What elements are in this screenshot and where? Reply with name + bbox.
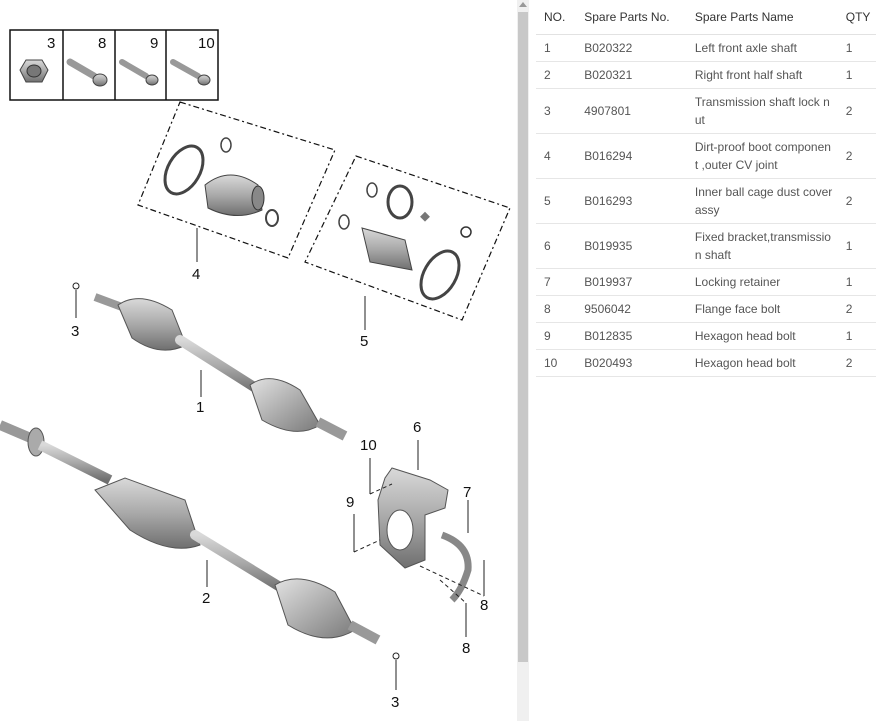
legend-label-hex-bolt-10: 10 (198, 35, 215, 52)
cell-part-no: B019935 (576, 223, 687, 269)
callout-8-bottom: 8 (462, 640, 470, 657)
spare-parts-table: NO. Spare Parts No. Spare Parts Name QTY… (536, 0, 876, 377)
callout-6: 6 (413, 419, 421, 436)
cell-part-name: Fixed bracket,transmission shaft (686, 223, 838, 269)
cell-part-no: B020322 (576, 34, 687, 62)
cell-part-name: Dirt-proof boot component ,outer CV join… (686, 133, 838, 179)
cell-part-name: Locking retainer (686, 268, 838, 296)
header-qty: QTY (837, 0, 876, 35)
callout-dot (392, 652, 400, 660)
flange-bolt-icon (66, 58, 108, 87)
cell-no: 2 (536, 61, 577, 89)
callout-10: 10 (360, 437, 377, 454)
left-front-axle-shaft (93, 293, 348, 441)
header-no: NO. (536, 0, 577, 35)
callout-2: 2 (202, 590, 210, 607)
callout-dot (72, 282, 80, 290)
header-part-name: Spare Parts Name (686, 0, 838, 35)
cell-part-name: Hexagon head bolt (686, 349, 838, 377)
callout-7: 7 (463, 484, 471, 501)
table-row[interactable]: 1 B020322 Left front axle shaft 1 (536, 34, 876, 62)
cell-no: 8 (536, 295, 577, 323)
cell-qty: 1 (837, 61, 876, 89)
cell-no: 4 (536, 133, 577, 179)
cell-part-name: Inner ball cage dust cover assy (686, 178, 838, 224)
vertical-scrollbar[interactable] (517, 0, 529, 721)
fixed-bracket (377, 467, 449, 569)
cell-qty: 1 (837, 268, 876, 296)
spare-parts-panel: NO. Spare Parts No. Spare Parts Name QTY… (536, 0, 876, 721)
table-row[interactable]: 8 9506042 Flange face bolt 2 (536, 295, 876, 323)
table-row[interactable]: 4 B016294 Dirt-proof boot component ,out… (536, 133, 876, 179)
cell-part-name: Left front axle shaft (686, 34, 838, 62)
cell-part-no: B020493 (576, 349, 687, 377)
hex-bolt-icon (170, 59, 211, 86)
callout-3-left: 3 (71, 323, 79, 340)
cell-no: 6 (536, 223, 577, 269)
cell-part-no: B012835 (576, 322, 687, 350)
cell-qty: 1 (837, 223, 876, 269)
cell-no: 7 (536, 268, 577, 296)
table-header-row: NO. Spare Parts No. Spare Parts Name QTY (536, 0, 876, 35)
scrollbar-thumb[interactable] (518, 12, 528, 662)
cell-part-name: Hexagon head bolt (686, 322, 838, 350)
cell-no: 10 (536, 349, 577, 377)
hardware-legend-box: 3 8 9 10 (9, 29, 219, 101)
inner-cv-boot-kit (304, 155, 511, 321)
cell-qty: 1 (837, 322, 876, 350)
cell-part-name: Transmission shaft lock nut (686, 88, 838, 134)
table-row[interactable]: 2 B020321 Right front half shaft 1 (536, 61, 876, 89)
hex-bolt-icon (119, 59, 159, 86)
leader-lines (75, 228, 485, 690)
cell-part-no: B016293 (576, 178, 687, 224)
header-part-no: Spare Parts No. (576, 0, 687, 35)
callout-3-right: 3 (391, 694, 399, 711)
table-row[interactable]: 7 B019937 Locking retainer 1 (536, 268, 876, 296)
outer-cv-boot-kit (137, 101, 336, 259)
parts-diagram: 3 8 9 10 (0, 29, 511, 711)
cell-part-name: Flange face bolt (686, 295, 838, 323)
cell-part-no: B019937 (576, 268, 687, 296)
lock-nut-icon (19, 59, 49, 83)
cell-part-no: 9506042 (576, 295, 687, 323)
cell-no: 5 (536, 178, 577, 224)
cell-part-no: B020321 (576, 61, 687, 89)
exploded-view-drawing: 3 8 9 10 (0, 29, 511, 711)
cell-part-no: 4907801 (576, 88, 687, 134)
cell-qty: 2 (837, 178, 876, 224)
legend-label-flange-bolt: 8 (98, 35, 106, 52)
legend-label-hex-bolt-9: 9 (150, 35, 158, 52)
cell-qty: 2 (837, 133, 876, 179)
right-front-half-shaft (0, 420, 381, 645)
cell-qty: 2 (837, 349, 876, 377)
cell-part-name: Right front half shaft (686, 61, 838, 89)
cell-qty: 2 (837, 88, 876, 134)
callout-5: 5 (360, 333, 368, 350)
table-row[interactable]: 6 B019935 Fixed bracket,transmission sha… (536, 223, 876, 269)
locking-retainer (440, 531, 472, 603)
callout-8-right: 8 (480, 597, 488, 614)
cell-no: 9 (536, 322, 577, 350)
cell-qty: 1 (837, 34, 876, 62)
callout-9: 9 (346, 494, 354, 511)
scroll-up-arrow-icon[interactable] (519, 2, 527, 7)
callout-1: 1 (196, 399, 204, 416)
table-row[interactable]: 10 B020493 Hexagon head bolt 2 (536, 349, 876, 377)
callout-4: 4 (192, 266, 200, 283)
cell-part-no: B016294 (576, 133, 687, 179)
cell-no: 1 (536, 34, 577, 62)
table-row[interactable]: 9 B012835 Hexagon head bolt 1 (536, 322, 876, 350)
table-row[interactable]: 3 4907801 Transmission shaft lock nut 2 (536, 88, 876, 134)
table-row[interactable]: 5 B016293 Inner ball cage dust cover ass… (536, 178, 876, 224)
cell-qty: 2 (837, 295, 876, 323)
legend-label-nut: 3 (47, 35, 55, 52)
cell-no: 3 (536, 88, 577, 134)
